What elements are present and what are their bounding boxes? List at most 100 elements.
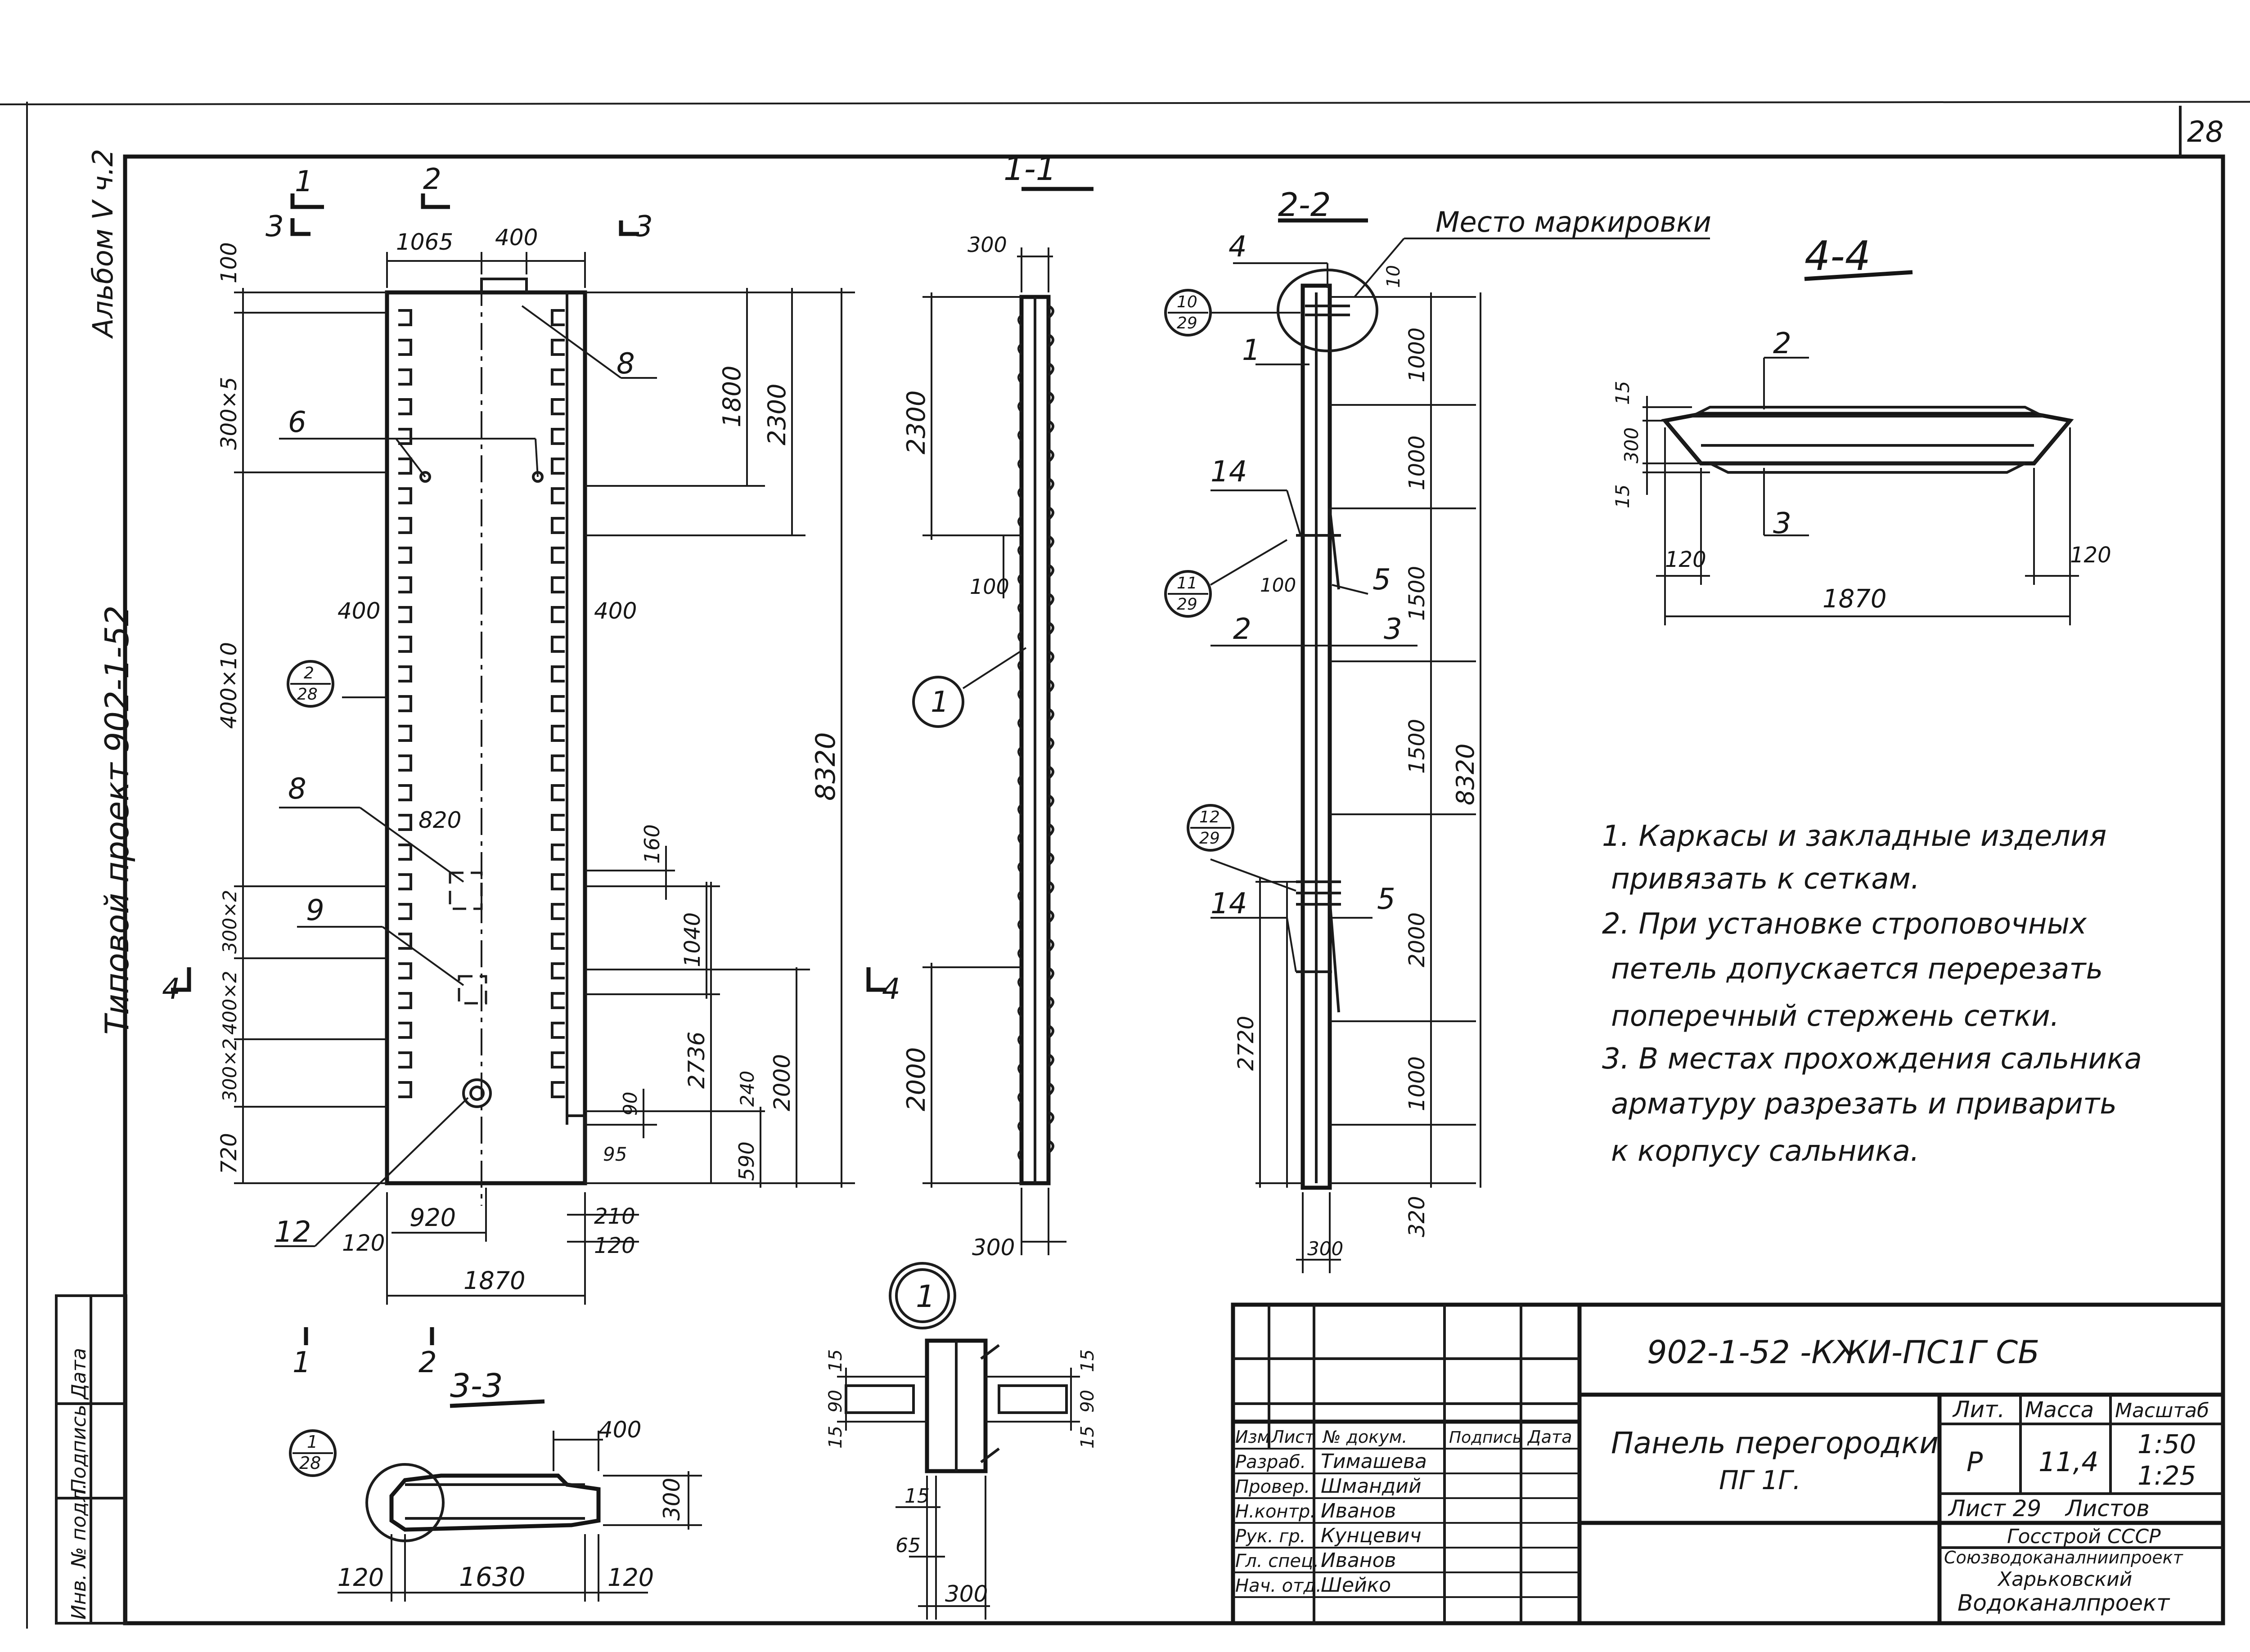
section-rib [1017, 544, 1022, 557]
section-rib [1048, 305, 1054, 319]
rebar-loop [398, 428, 412, 445]
section-rib [1048, 765, 1054, 780]
rebar-loop [551, 992, 565, 1009]
elevation-dimensions [171, 193, 886, 1345]
section-rib [1017, 487, 1022, 499]
s22-ref3-sheet: 29 [1199, 829, 1220, 848]
section-rib [1017, 688, 1022, 701]
rebar-loop [398, 695, 412, 712]
s44-dim-300: 300 [1620, 427, 1642, 463]
rebar-loop [551, 576, 565, 593]
section-rib [1048, 1140, 1054, 1154]
section-rib [1017, 458, 1022, 471]
section-rib [1017, 947, 1022, 960]
dim-2000-elev: 2000 [769, 1054, 795, 1111]
section-rib [1017, 1120, 1022, 1133]
dim-590: 590 [734, 1141, 759, 1181]
hdr-sign: Подпись [1449, 1428, 1522, 1447]
side-stamp: Инв. № подл. Подпись Дата [55, 1294, 127, 1625]
section-rib [1048, 477, 1054, 492]
dim-210: 210 [594, 1204, 635, 1229]
s44-dim-15-bottom: 15 [1611, 485, 1634, 508]
rebar-loop [551, 1051, 565, 1068]
rebar-loop [398, 784, 412, 801]
rebar-loop [551, 398, 565, 415]
callout-8-top: 8 [616, 347, 635, 381]
node-dim-15-b: 15 [825, 1426, 846, 1449]
row-name-6: Шейко [1321, 1574, 1391, 1597]
sheets-label: Листов [2065, 1495, 2150, 1522]
hdr-date: Дата [1527, 1427, 1572, 1447]
rebar-loop [398, 962, 412, 979]
rebar-loop [398, 903, 412, 920]
general-notes: 1. Каркасы и закладные изделия привязать… [1602, 820, 2142, 1168]
section-rib [1048, 823, 1054, 837]
rebar-loop [551, 962, 565, 979]
section-rib [1017, 717, 1022, 730]
cut-mark-4-left: 4 [162, 973, 180, 1006]
marking-label: Место маркировки [1436, 206, 1711, 238]
cut-mark-1-bottom: 1 [292, 1346, 311, 1379]
node-dim-15-e: 15 [904, 1485, 930, 1508]
s44-callout-3: 3 [1773, 507, 1791, 540]
section-rib [1048, 391, 1054, 405]
section-rib [1048, 333, 1054, 348]
section-4-4 [1642, 270, 2079, 625]
s22-dim-100: 100 [1260, 574, 1296, 596]
node-dim-15-a: 15 [825, 1349, 846, 1372]
dim-2736: 2736 [684, 1032, 710, 1089]
rebar-loop [551, 814, 565, 831]
rebar-loop [398, 873, 412, 890]
section-1-1-title: 1-1 [1004, 150, 1057, 188]
s11-callout-1: 1 [912, 676, 964, 728]
callout-8: 8 [288, 772, 306, 806]
note-line-4: петель допускается перерезать [1611, 952, 2103, 986]
section-rib [1048, 1053, 1054, 1068]
rebar-loop [398, 339, 412, 356]
rebar-loop [551, 606, 565, 623]
designation: 902-1-52 -КЖИ-ПС1Г СБ [1647, 1334, 2039, 1371]
org-line-1: Госстрой СССР [2007, 1525, 2161, 1548]
section-rib [1017, 1063, 1022, 1075]
s22-dim-1500-a: 1500 [1404, 566, 1430, 621]
section-rib [1048, 736, 1054, 751]
rebar-loop [551, 784, 565, 801]
rebar-loop [398, 1051, 412, 1068]
scale-label: Масштаб [2115, 1399, 2209, 1422]
rebar-loop [551, 517, 565, 534]
dim-400x10: 400×10 [216, 642, 242, 729]
detail-ref-num: 2 [304, 664, 314, 682]
section-rib [1017, 314, 1022, 327]
s22-callout-14-bottom: 14 [1210, 887, 1247, 920]
dim-920: 920 [410, 1203, 456, 1232]
elevation-leaders [274, 305, 657, 1247]
callout-6: 6 [288, 406, 306, 439]
row-name-3: Иванов [1321, 1499, 1396, 1522]
dim-90: 90 [619, 1092, 641, 1116]
s22-callout-5-bottom: 5 [1377, 883, 1395, 916]
s22-ref2-sheet: 29 [1177, 595, 1197, 614]
note-line-2: привязать к сеткам. [1611, 862, 1920, 896]
reinforcement-loops [398, 309, 565, 1098]
page-number: 28 [2187, 116, 2223, 149]
section-rib [1017, 516, 1022, 528]
node-dim-300: 300 [945, 1581, 988, 1607]
s22-callout-2: 2 [1233, 613, 1251, 646]
hdr-doc: № докум. [1322, 1427, 1407, 1447]
row-name-4: Кунцевич [1321, 1524, 1422, 1547]
section-rib [1048, 1082, 1054, 1096]
rebar-loop [551, 458, 565, 475]
dim-820: 820 [418, 807, 461, 833]
rebar-loop [398, 1081, 412, 1098]
rebar-loop [398, 398, 412, 415]
row-role-6: Нач. отд. [1235, 1576, 1322, 1596]
section-rib [1048, 880, 1054, 895]
org-line-3: Харьковский [1997, 1568, 2132, 1591]
section-rib [1017, 372, 1022, 384]
rebar-loop [398, 547, 412, 564]
s22-callout-1: 1 [1242, 334, 1260, 367]
rebar-loop [398, 665, 412, 682]
s44-dim-120-right: 120 [2070, 543, 2111, 568]
s44-dim-120-left: 120 [1665, 547, 1706, 572]
